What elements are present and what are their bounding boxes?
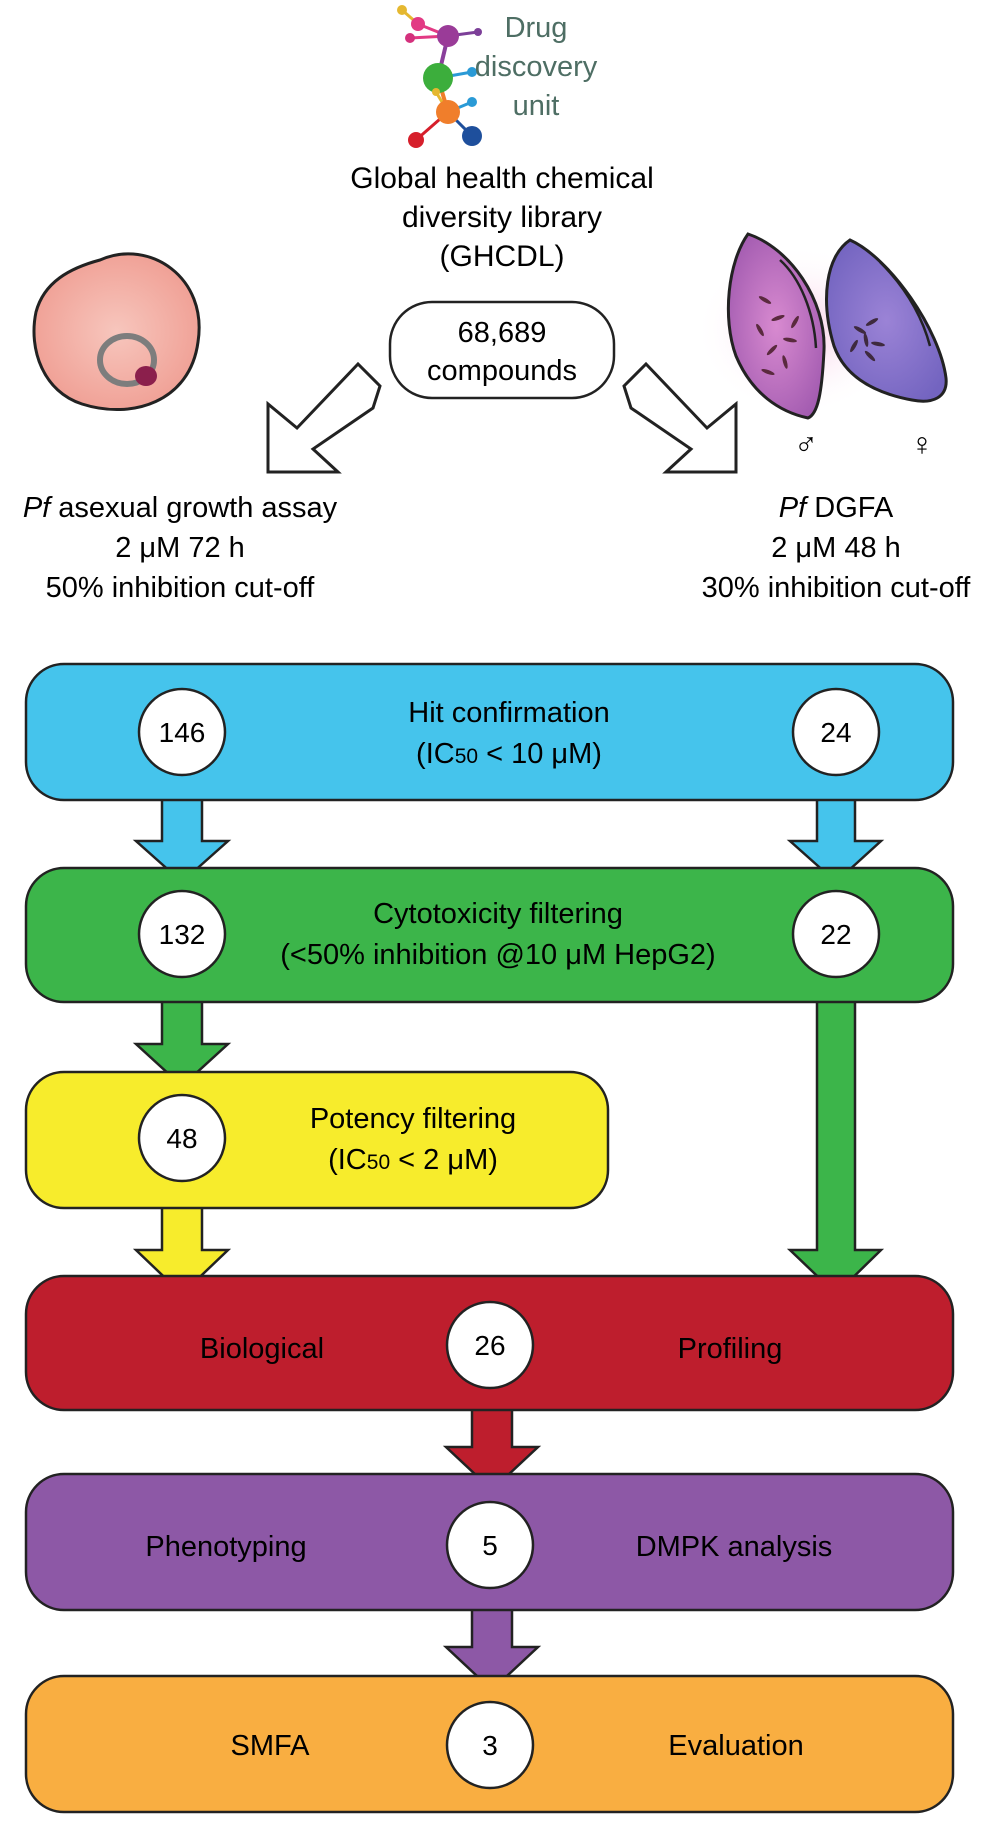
library-title-line-1: Global health chemical: [350, 162, 654, 195]
cytotoxicity-title: Cytotoxicity filtering: [373, 898, 623, 930]
dgfa-assay-conditions: 2 μM 48 h: [771, 532, 901, 564]
asexual-assay-cutoff: 50% inhibition cut-off: [46, 572, 316, 604]
count-circle: [137, 889, 227, 979]
library-title-line-2: diversity library: [402, 201, 602, 234]
compound-count: 68,689: [458, 317, 547, 349]
smfa-right-label: Evaluation: [668, 1730, 803, 1762]
library-title-line-3: (GHCDL): [440, 240, 565, 273]
logo-text-line-2: discovery: [475, 51, 598, 83]
dgfa-assay-cutoff: 30% inhibition cut-off: [702, 572, 972, 604]
logo-text-line-1: Drug: [505, 12, 568, 44]
gametocytes-icon: [695, 232, 948, 420]
hit-confirmation-criteria: (IC50 < 10 μM): [416, 738, 602, 770]
male-gametocyte-icon: [825, 238, 948, 403]
female-symbol: ♀: [910, 426, 934, 462]
asexual-assay-title: Pf asexual growth assay: [23, 492, 338, 524]
bio-count: 26: [474, 1330, 505, 1361]
male-symbol: ♂: [794, 426, 818, 462]
molecule-icon: [397, 5, 482, 148]
drug-discovery-unit-logo: Drug discovery unit: [397, 5, 598, 148]
bio-left-label: Biological: [200, 1333, 324, 1365]
count-circle: [137, 1093, 227, 1183]
asexual-assay-conditions: 2 μM 72 h: [115, 532, 245, 564]
arrow-to-dgfa-icon: [622, 361, 738, 474]
arrow-cyto-to-bio: [786, 990, 885, 1296]
hit-right-count: 24: [820, 717, 851, 748]
count-circle: [445, 1500, 535, 1590]
potency-title: Potency filtering: [310, 1103, 516, 1135]
red-blood-cell-icon: [32, 252, 201, 412]
cytotoxicity-filtering-box: [24, 866, 955, 1004]
pheno-right-label: DMPK analysis: [636, 1531, 833, 1563]
potency-criteria: (IC50 < 2 μM): [328, 1144, 498, 1176]
potency-count: 48: [166, 1123, 197, 1154]
pheno-count: 5: [482, 1530, 498, 1561]
compound-count-box: [388, 300, 616, 400]
female-gametocyte-icon: [726, 232, 826, 420]
count-circle: [137, 687, 227, 777]
hit-left-count: 146: [159, 717, 206, 748]
cyto-left-count: 132: [159, 919, 206, 950]
bio-right-label: Profiling: [678, 1333, 783, 1365]
cytotoxicity-criteria: (<50% inhibition @10 μM HepG2): [280, 939, 715, 971]
hit-confirmation-box: [24, 662, 955, 802]
hit-confirmation-title: Hit confirmation: [408, 697, 609, 729]
smfa-count: 3: [482, 1730, 498, 1761]
parasite-nucleus-icon: [135, 366, 157, 386]
cyto-right-count: 22: [820, 919, 851, 950]
arrow-to-asexual-assay-icon: [266, 361, 382, 474]
compound-unit: compounds: [427, 355, 577, 387]
count-circle: [445, 1300, 535, 1390]
smfa-left-label: SMFA: [231, 1730, 311, 1762]
dgfa-assay-title: Pf DGFA: [779, 492, 894, 524]
count-circle: [791, 687, 881, 777]
count-circle: [791, 889, 881, 979]
pheno-left-label: Phenotyping: [145, 1531, 306, 1563]
potency-filtering-box: [24, 1070, 610, 1210]
logo-text-line-3: unit: [513, 90, 560, 122]
count-circle: [445, 1700, 535, 1790]
